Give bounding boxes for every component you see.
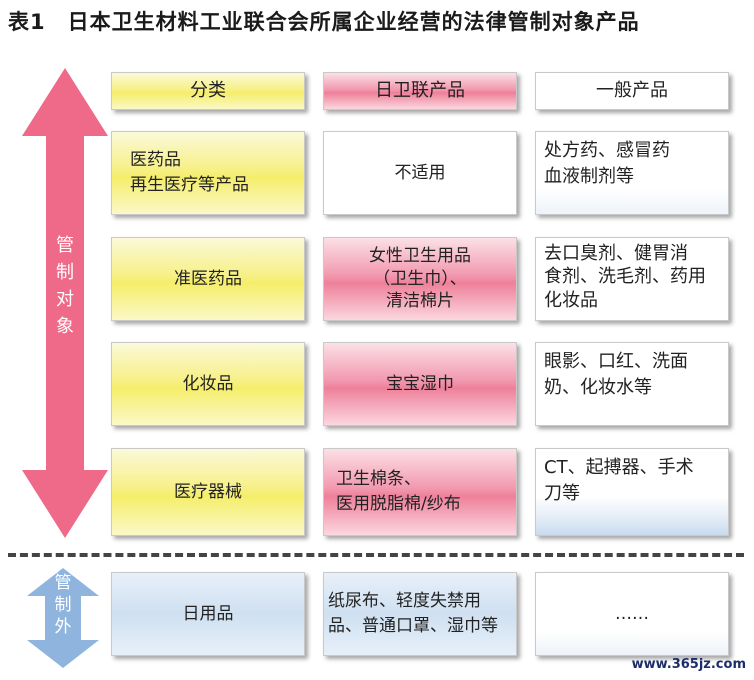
row1-general-text: 处方药、感冒药 血液制剂等 (544, 140, 670, 188)
excluded-general: …… (535, 572, 729, 656)
row1-category: 医药品 再生医疗等产品 (111, 131, 305, 215)
regulation-divider (8, 553, 744, 557)
excluded-jhpia: 纸尿布、轻度失禁用 品、普通口罩、湿巾等 (323, 572, 517, 656)
controlled-label: 管 制 对 象 (56, 235, 74, 337)
row4-category-text: 医疗器械 (174, 481, 242, 502)
row2-jhpia-text: 女性卫生用品 （卫生巾）、 清洁棉片 (369, 245, 471, 312)
header-jhpia-products: 日卫联产品 (323, 72, 517, 110)
header-jhpia-label: 日卫联产品 (375, 79, 465, 101)
row2-jhpia: 女性卫生用品 （卫生巾）、 清洁棉片 (323, 237, 517, 321)
excluded-label: 管 制 外 (54, 573, 72, 638)
watermark: www.365jz.com (631, 657, 746, 672)
row3-general: 眼影、口红、洗面 奶、化妆水等 (535, 342, 729, 426)
header-general-label: 一般产品 (596, 79, 668, 101)
row1-jhpia-text: 不适用 (394, 162, 446, 183)
header-category: 分类 (111, 72, 305, 110)
header-category-label: 分类 (190, 79, 226, 101)
header-general-products: 一般产品 (535, 72, 729, 110)
excluded-category: 日用品 (111, 572, 305, 656)
row4-general-text: CT、起搏器、手术 刀等 (544, 457, 694, 505)
excluded-range-arrow (27, 568, 99, 668)
row1-general: 处方药、感冒药 血液制剂等 (535, 131, 729, 215)
row1-jhpia: 不适用 (323, 131, 517, 215)
row1-category-text: 医药品 再生医疗等产品 (130, 150, 249, 195)
excluded-category-text: 日用品 (182, 603, 234, 624)
row4-jhpia: 卫生棉条、 医用脱脂棉/纱布 (323, 448, 517, 536)
row2-general-text: 去口臭剂、健胃消 食剂、洗毛剂、药用 化妆品 (544, 243, 706, 311)
row3-general-text: 眼影、口红、洗面 奶、化妆水等 (544, 351, 688, 399)
excluded-jhpia-text: 纸尿布、轻度失禁用 品、普通口罩、湿巾等 (328, 591, 498, 636)
row4-category: 医疗器械 (111, 448, 305, 536)
row3-category: 化妆品 (111, 342, 305, 426)
row2-category-text: 准医药品 (174, 268, 242, 289)
row4-jhpia-text: 卫生棉条、 医用脱脂棉/纱布 (336, 469, 461, 514)
row4-general: CT、起搏器、手术 刀等 (535, 448, 729, 536)
controlled-range-arrow (22, 68, 108, 538)
row2-general: 去口臭剂、健胃消 食剂、洗毛剂、药用 化妆品 (535, 237, 729, 321)
row2-category: 准医药品 (111, 237, 305, 321)
row3-jhpia: 宝宝湿巾 (323, 342, 517, 426)
excluded-general-text: …… (615, 603, 649, 624)
row3-jhpia-text: 宝宝湿巾 (386, 373, 454, 394)
page-title: 表1 日本卫生材料工业联合会所属企业经营的法律管制对象产品 (8, 10, 640, 34)
row3-category-text: 化妆品 (182, 373, 234, 394)
